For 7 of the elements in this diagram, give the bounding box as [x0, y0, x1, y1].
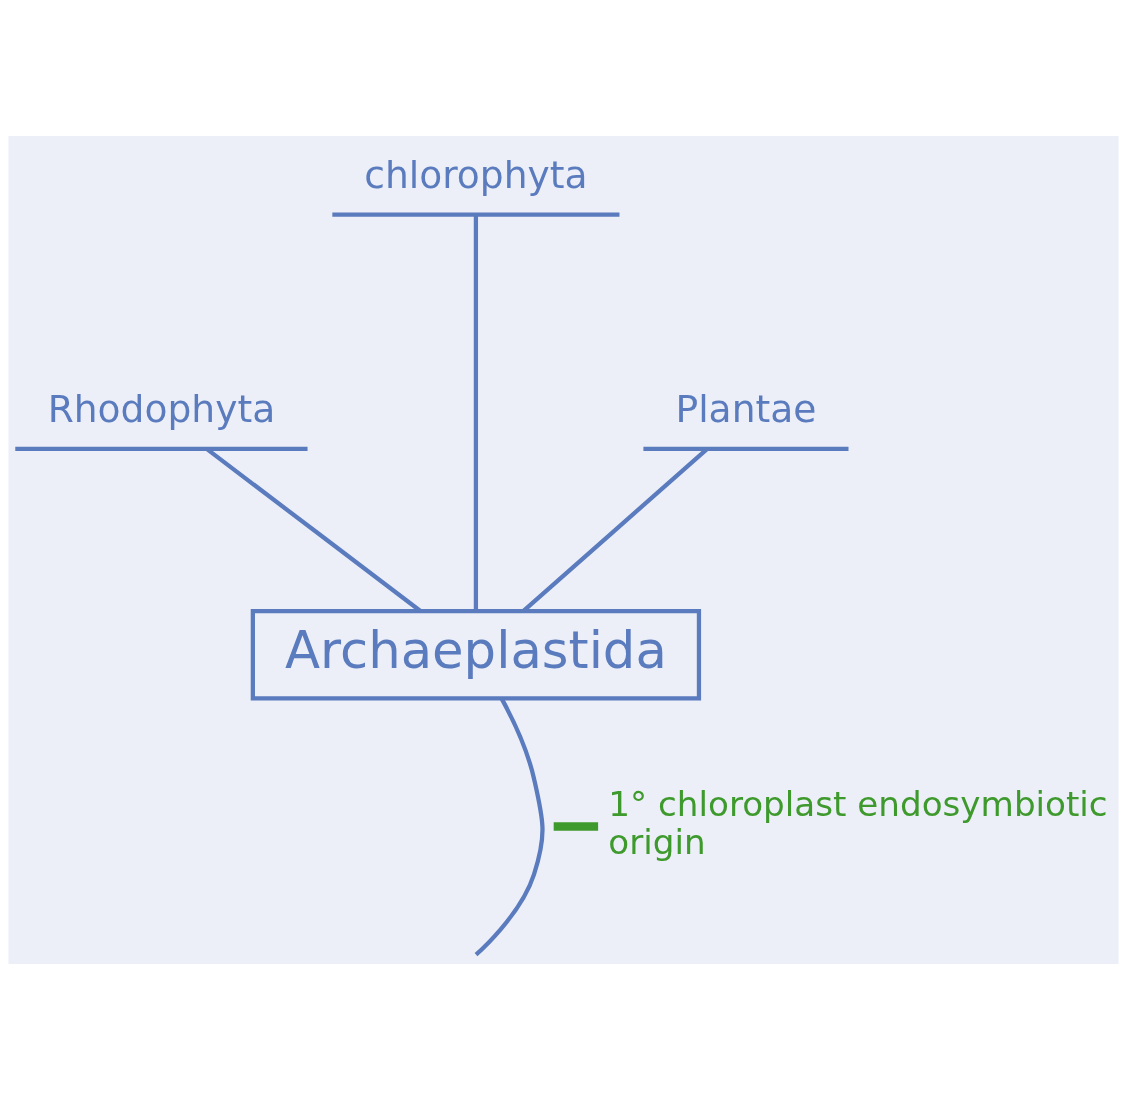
node-box: Archaeplastida [250, 609, 702, 701]
connector [474, 697, 545, 957]
connector [473, 215, 479, 612]
edge-label: 1° chloroplast endosymbiotic origin [608, 784, 1108, 862]
node-text: chlorophyta [364, 153, 588, 198]
node-text: Rhodophyta [47, 387, 276, 432]
node-text: Plantae [675, 387, 817, 432]
